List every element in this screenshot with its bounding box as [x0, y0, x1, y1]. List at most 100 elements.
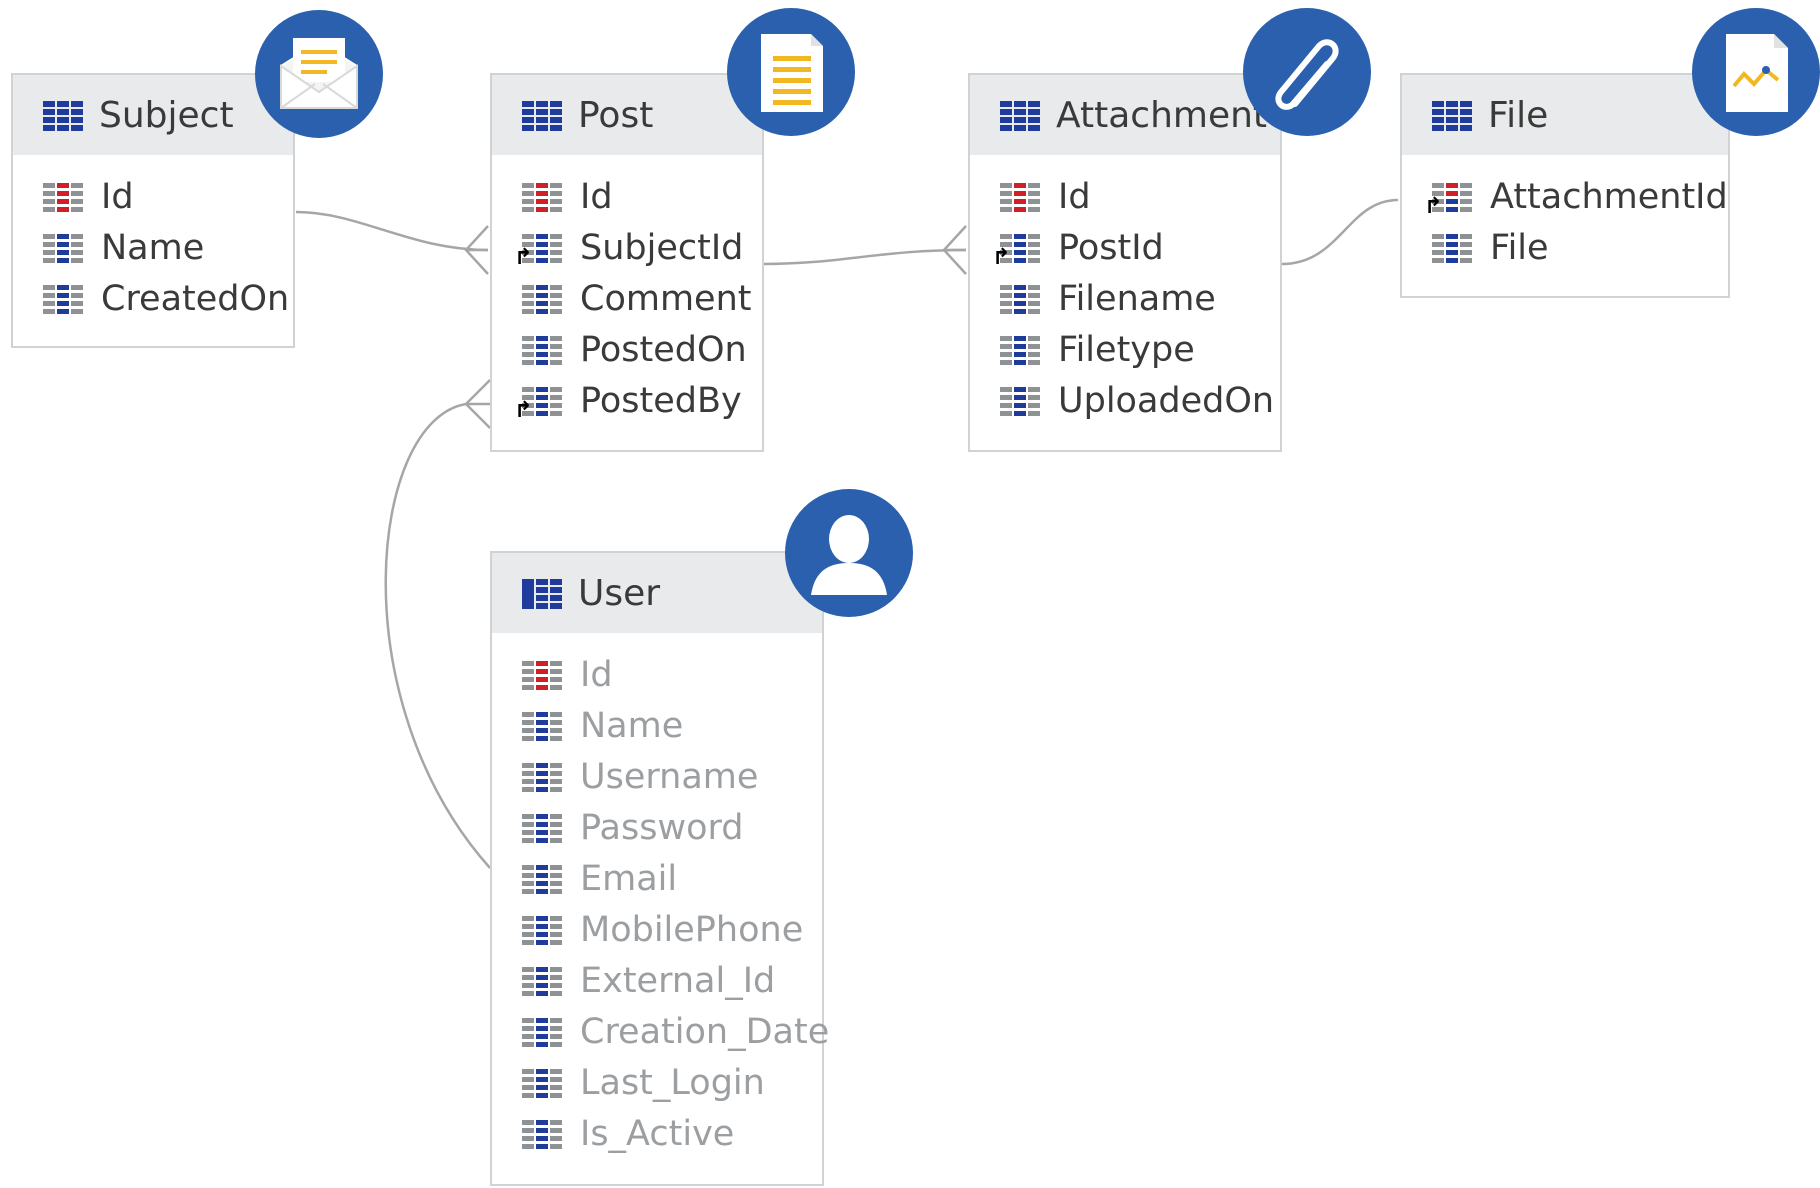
table-icon	[1430, 98, 1474, 132]
subject-table-header[interactable]: Subject	[13, 75, 293, 155]
field-label: Email	[580, 858, 678, 899]
post-table[interactable]: Post Id ↱ SubjectId Comment PostedOn ↱ P…	[490, 73, 764, 452]
table-icon	[41, 98, 85, 132]
user-field-name[interactable]: Name	[492, 700, 822, 751]
foreign-key-column-icon	[520, 384, 564, 418]
field-label: MobilePhone	[580, 909, 804, 950]
paperclip-icon	[1275, 39, 1339, 110]
field-label: CreatedOn	[101, 278, 290, 319]
field-label: Name	[101, 227, 205, 268]
file-table[interactable]: File ↱ AttachmentId File	[1400, 73, 1730, 298]
user-table-header[interactable]: User	[492, 553, 822, 633]
attachment-field-filename[interactable]: Filename	[970, 273, 1280, 324]
user-field-password[interactable]: Password	[492, 802, 822, 853]
column-icon	[520, 1015, 564, 1049]
post-field-comment[interactable]: Comment	[492, 273, 762, 324]
field-label: Is_Active	[580, 1113, 735, 1154]
user-field-is-active[interactable]: Is_Active	[492, 1108, 822, 1159]
field-label: Username	[580, 756, 759, 797]
field-label: Id	[1058, 176, 1091, 217]
field-label: Comment	[580, 278, 752, 319]
file-field-attachmentid[interactable]: ↱ AttachmentId	[1402, 171, 1728, 222]
field-label: PostedBy	[580, 380, 742, 421]
envelope-icon	[280, 38, 358, 109]
post-attachment-crowfoot	[942, 225, 967, 275]
post-field-postedon[interactable]: PostedOn	[492, 324, 762, 375]
attachment-field-filetype[interactable]: Filetype	[970, 324, 1280, 375]
subject-table[interactable]: Subject Id Name CreatedOn	[11, 73, 295, 348]
post-field-id[interactable]: Id	[492, 171, 762, 222]
post-table-header[interactable]: Post	[492, 75, 762, 155]
column-icon	[998, 384, 1042, 418]
subject-badge	[255, 10, 383, 138]
field-label: External_Id	[580, 960, 776, 1001]
subject-post-connector	[295, 210, 489, 252]
foreign-key-arrow-icon: ↱	[992, 245, 1011, 270]
column-icon	[998, 282, 1042, 316]
user-table-title: User	[578, 572, 661, 614]
attachment-table-title: Attachment	[1056, 94, 1268, 136]
subject-field-list: Id Name CreatedOn	[13, 155, 293, 324]
field-label: UploadedOn	[1058, 380, 1275, 421]
column-icon	[520, 1117, 564, 1151]
attachment-field-list: Id ↱ PostId Filename Filetype UploadedOn	[970, 155, 1280, 426]
foreign-key-arrow-icon: ↱	[514, 398, 533, 423]
subject-table-title: Subject	[99, 94, 234, 136]
field-label: AttachmentId	[1490, 176, 1728, 217]
subject-field-name[interactable]: Name	[13, 222, 293, 273]
table-icon	[998, 98, 1042, 132]
user-field-mobilephone[interactable]: MobilePhone	[492, 904, 822, 955]
post-table-title: Post	[578, 94, 654, 136]
table-icon	[520, 98, 564, 132]
field-label: Id	[101, 176, 134, 217]
user-field-creation-date[interactable]: Creation_Date	[492, 1006, 829, 1057]
file-table-header[interactable]: File	[1402, 75, 1728, 155]
field-label: Last_Login	[580, 1062, 765, 1103]
user-table[interactable]: User Id Name Username Password Email Mob…	[490, 551, 829, 1186]
field-label: PostId	[1058, 227, 1164, 268]
column-icon	[520, 1066, 564, 1100]
attachment-table[interactable]: Attachment Id ↱ PostId Filename Filetype…	[968, 73, 1282, 452]
file-field-file[interactable]: File	[1402, 222, 1728, 273]
column-icon	[1430, 231, 1474, 265]
user-badge	[785, 489, 913, 617]
field-label: Id	[580, 654, 613, 695]
field-label: Password	[580, 807, 744, 848]
column-icon	[41, 231, 85, 265]
foreign-key-arrow-icon: ↱	[514, 245, 533, 270]
user-field-external-id[interactable]: External_Id	[492, 955, 822, 1006]
field-label: SubjectId	[580, 227, 744, 268]
column-icon	[41, 282, 85, 316]
foreign-key-arrow-icon: ↱	[1424, 194, 1443, 219]
column-icon	[520, 913, 564, 947]
user-field-id[interactable]: Id	[492, 649, 822, 700]
field-label: Filetype	[1058, 329, 1195, 370]
user-field-username[interactable]: Username	[492, 751, 822, 802]
post-field-postedby[interactable]: ↱ PostedBy	[492, 375, 762, 426]
document-icon	[761, 34, 823, 112]
field-label: Id	[580, 176, 613, 217]
user-field-list: Id Name Username Password Email MobilePh…	[492, 633, 829, 1159]
post-badge	[727, 8, 855, 136]
user-field-last-login[interactable]: Last_Login	[492, 1057, 822, 1108]
primary-foreign-key-column-icon	[1430, 180, 1474, 214]
user-post-connector	[384, 402, 491, 869]
table-icon	[520, 576, 564, 610]
field-label: Creation_Date	[580, 1011, 830, 1052]
file-badge	[1692, 8, 1820, 136]
attachment-field-postid[interactable]: ↱ PostId	[970, 222, 1280, 273]
primary-key-column-icon	[520, 180, 564, 214]
user-field-email[interactable]: Email	[492, 853, 822, 904]
field-label: File	[1490, 227, 1549, 268]
subject-field-id[interactable]: Id	[13, 171, 293, 222]
subject-field-createdon[interactable]: CreatedOn	[13, 273, 293, 324]
post-field-subjectid[interactable]: ↱ SubjectId	[492, 222, 762, 273]
field-label: PostedOn	[580, 329, 747, 370]
column-icon	[998, 333, 1042, 367]
attachment-table-header[interactable]: Attachment	[970, 75, 1280, 155]
post-attachment-connector	[763, 248, 967, 266]
attachment-field-id[interactable]: Id	[970, 171, 1280, 222]
attachment-field-uploadedon[interactable]: UploadedOn	[970, 375, 1280, 426]
user-post-crowfoot	[464, 379, 491, 429]
